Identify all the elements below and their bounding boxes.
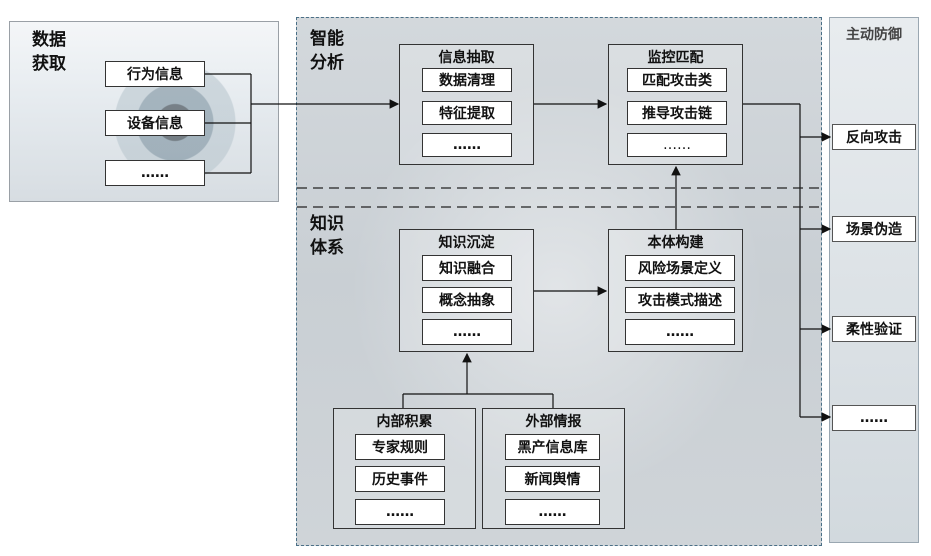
data-cleaning-item: 数据清理: [422, 68, 512, 92]
external-intel-title: 外部情报: [525, 414, 582, 430]
internal-accumulation-title: 内部积累: [376, 414, 433, 430]
smart-analysis-title: 智能 分析: [310, 29, 344, 73]
news-opinion-item: 新闻舆情: [505, 466, 600, 492]
deposit-more-item: ……: [422, 319, 512, 345]
knowledge-system-title: 知识 体系: [310, 214, 344, 258]
risk-scenario-item: 风险场景定义: [625, 255, 735, 281]
feature-extraction-item: 特征提取: [422, 101, 512, 125]
counter-attack-item: 反向攻击: [832, 124, 916, 150]
knowledge-fusion-item: 知识融合: [422, 255, 512, 281]
behavior-info-item: 行为信息: [105, 61, 205, 87]
extraction-more-item: ……: [422, 133, 512, 157]
monitor-match-title: 监控匹配: [647, 50, 704, 66]
device-info-item: 设备信息: [105, 110, 205, 136]
ontology-more-item: ……: [625, 319, 735, 345]
defense-more-item: ……: [832, 405, 916, 431]
derive-attack-chain-item: 推导攻击链: [627, 101, 727, 125]
attack-pattern-item: 攻击模式描述: [625, 287, 735, 313]
blackmarket-db-item: 黑产信息库: [505, 434, 600, 460]
active-defense-title: 主动防御: [846, 27, 902, 43]
match-more-item: ……: [627, 133, 727, 157]
knowledge-deposit-title: 知识沉淀: [438, 235, 495, 251]
ontology-build-title: 本体构建: [647, 235, 704, 251]
history-events-item: 历史事件: [355, 466, 445, 492]
expert-rules-item: 专家规则: [355, 434, 445, 460]
scene-forgery-item: 场景伪造: [832, 216, 916, 242]
external-more-item: ……: [505, 499, 600, 525]
internal-more-item: ……: [355, 499, 445, 525]
active-defense-panel: [829, 17, 919, 543]
flexible-verification-item: 柔性验证: [832, 316, 916, 342]
acquisition-more-item: ……: [105, 160, 205, 186]
concept-abstraction-item: 概念抽象: [422, 287, 512, 313]
match-attack-type-item: 匹配攻击类: [627, 68, 727, 92]
data-acquisition-title: 数据 获取: [32, 30, 66, 74]
info-extraction-title: 信息抽取: [438, 50, 495, 66]
